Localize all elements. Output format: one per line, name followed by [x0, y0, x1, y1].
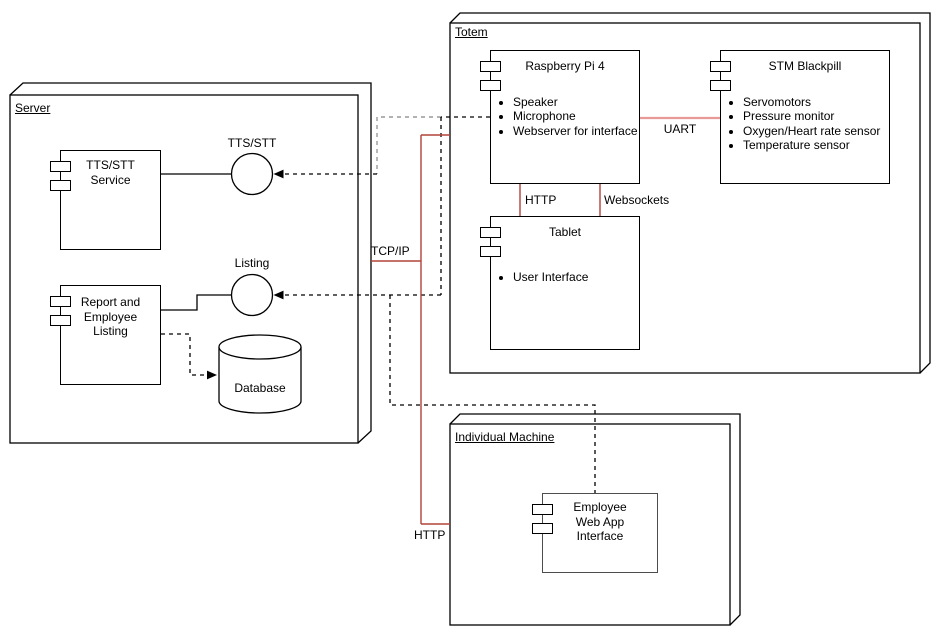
arrowhead-listing — [273, 290, 284, 300]
tts-service-component: TTS/STT Service — [50, 150, 161, 250]
dashed-link-rpi-to-tts-corner — [376, 116, 441, 174]
tts-interface-label: TTS/STT — [227, 136, 277, 150]
employee-webapp-title-line: Web App — [575, 514, 625, 529]
link-report-to-listing-interface — [161, 294, 232, 311]
component-stereotype-icon — [710, 80, 731, 91]
employee-webapp-title-line: Employee — [573, 500, 627, 514]
component-stereotype-icon — [50, 315, 71, 326]
report-listing-component: Report and Employee Listing — [50, 285, 161, 385]
listing-interface-circle — [230, 273, 274, 317]
employee-webapp-title-line: Interface — [576, 529, 624, 543]
individual-machine-node-label: Individual Machine — [455, 430, 555, 444]
stm-blackpill-feature: Pressure monitor — [743, 109, 880, 123]
dashed-link-report-to-database — [161, 333, 207, 376]
component-stereotype-icon — [480, 61, 501, 72]
component-stereotype-icon — [532, 504, 553, 515]
component-stereotype-icon — [480, 246, 501, 257]
raspberry-pi-feature: Webserver for interface — [513, 124, 638, 138]
employee-webapp-component: Employee Web App Interface — [532, 493, 658, 573]
raspberry-pi-title: Raspberry Pi 4 — [525, 59, 605, 73]
component-stereotype-icon — [50, 161, 71, 172]
database-cylinder-top — [218, 334, 302, 360]
raspberry-pi-component: Raspberry Pi 4 Speaker Microphone Webser… — [480, 50, 640, 184]
listing-interface-label: Listing — [234, 256, 270, 270]
uart-label: UART — [663, 122, 697, 136]
stm-blackpill-feature: Servomotors — [743, 95, 880, 109]
tablet-feature: User Interface — [513, 270, 588, 284]
arrowhead-tts — [273, 169, 284, 179]
websockets-label: Websockets — [604, 193, 670, 207]
tts-service-title-line: TTS/STT — [86, 158, 135, 172]
component-stereotype-icon — [710, 61, 731, 72]
arrowhead-database — [207, 370, 217, 380]
stm-blackpill-feature: Temperature sensor — [743, 138, 880, 152]
database-label: Database — [234, 381, 286, 395]
totem-node-label: Totem — [455, 25, 488, 39]
stm-blackpill-title: STM Blackpill — [768, 59, 842, 73]
stm-blackpill-feature: Oxygen/Heart rate sensor — [743, 124, 880, 138]
http-tablet-label: HTTP — [525, 193, 557, 207]
server-node-label: Server — [15, 101, 51, 115]
tts-service-title-line: Service — [90, 172, 131, 187]
component-stereotype-icon — [480, 227, 501, 238]
raspberry-pi-feature: Microphone — [513, 109, 638, 123]
component-stereotype-icon — [50, 296, 71, 307]
report-listing-title-line: Listing — [93, 324, 128, 338]
database-cylinder-body — [218, 347, 302, 414]
component-stereotype-icon — [532, 523, 553, 534]
component-stereotype-icon — [480, 80, 501, 91]
tablet-title: Tablet — [548, 225, 582, 239]
component-stereotype-icon — [50, 180, 71, 191]
report-listing-title-line: Employee — [83, 309, 138, 324]
raspberry-pi-feature: Speaker — [513, 95, 638, 109]
tts-interface-circle — [230, 152, 274, 196]
report-listing-title-line: Report and — [80, 295, 141, 309]
stm-blackpill-component: STM Blackpill Servomotors Pressure monit… — [710, 50, 890, 184]
tablet-component: Tablet User Interface — [480, 216, 640, 350]
tcpip-label: TCP/IP — [371, 244, 410, 258]
http-machine-label: HTTP — [414, 528, 446, 542]
